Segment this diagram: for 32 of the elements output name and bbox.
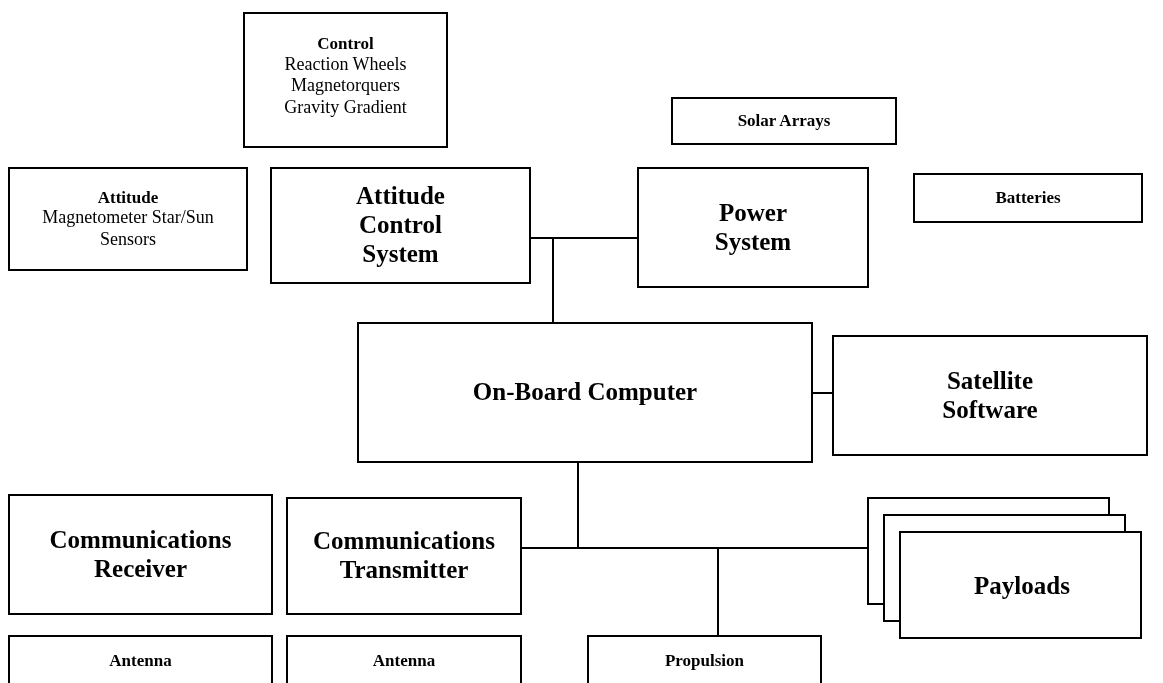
box-title: Propulsion	[664, 651, 745, 671]
box-title: Control	[317, 34, 374, 54]
component-box	[8, 167, 248, 271]
component-box	[587, 635, 822, 683]
connector-line	[577, 462, 719, 636]
subsystem-box	[270, 167, 531, 284]
subsystem-box	[286, 497, 522, 615]
subsystem-box	[832, 335, 1148, 456]
box-title: Communications Receiver	[48, 525, 233, 584]
component-box	[913, 173, 1143, 223]
box-text: Magnetometer Star/Sun Sensors	[41, 207, 215, 251]
component-box	[243, 12, 448, 148]
subsystem-box	[357, 322, 813, 463]
component-box	[286, 635, 522, 683]
box-title: Attitude	[97, 187, 159, 208]
component-box	[671, 97, 897, 145]
connector-line	[812, 392, 833, 394]
connector-line	[552, 237, 638, 323]
box-title: Power System	[713, 198, 793, 257]
box-title: Satellite Software	[941, 366, 1039, 425]
box-title: On-Board Computer	[472, 378, 698, 407]
box-title: Payloads	[974, 572, 1070, 601]
box-title: Antenna	[372, 651, 436, 671]
subsystem-box	[637, 167, 869, 288]
box-title: Batteries	[995, 188, 1061, 208]
box-text: Reaction Wheels Magnetorquers Gravity Gradient	[283, 53, 408, 119]
component-box	[8, 635, 273, 683]
box-title: Antenna	[109, 651, 172, 671]
box-title: Attitude Control System	[355, 182, 446, 269]
subsystem-box	[8, 494, 273, 615]
box-title: Solar Arrays	[737, 111, 831, 131]
box-title: Communications Transmitter	[312, 527, 496, 585]
